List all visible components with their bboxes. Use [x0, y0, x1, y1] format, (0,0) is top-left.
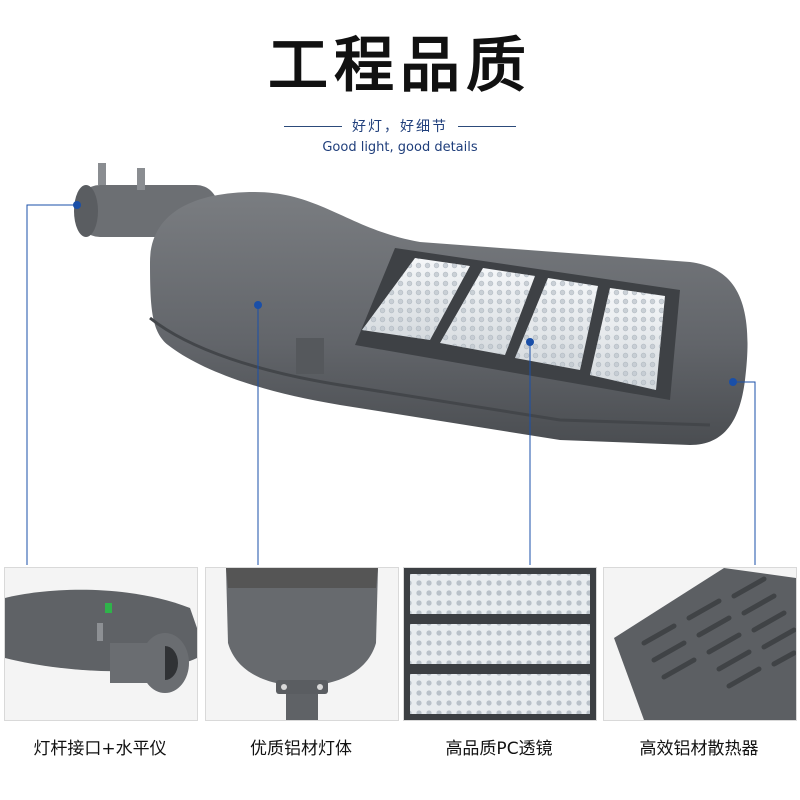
page-title: 工程品质 — [268, 31, 532, 101]
header: 工程品质 好灯，好细节 Good light, good details — [0, 30, 800, 155]
subtitle-cn: 好灯，好细节 — [352, 119, 448, 135]
divider-left — [284, 125, 342, 127]
divider-right — [458, 125, 516, 127]
pole-interface-level-icon — [4, 567, 198, 721]
caption-heat-sink: 高效铝材散热器 — [639, 739, 759, 759]
caption-aluminum-body: 优质铝材灯体 — [250, 739, 352, 759]
heat-sink-icon — [603, 567, 797, 721]
caption-pole-interface: 灯杆接口+水平仪 — [33, 739, 167, 759]
street-lamp-hero-image — [74, 163, 748, 445]
caption-pc-lens: 高品质PC透镜 — [445, 739, 553, 759]
aluminum-body-icon — [205, 567, 399, 721]
subtitle-en: Good light, good details — [322, 140, 478, 155]
pc-lens-icon — [403, 567, 597, 721]
subtitle-row: 好灯，好细节 — [0, 116, 800, 136]
led-modules — [362, 258, 665, 390]
